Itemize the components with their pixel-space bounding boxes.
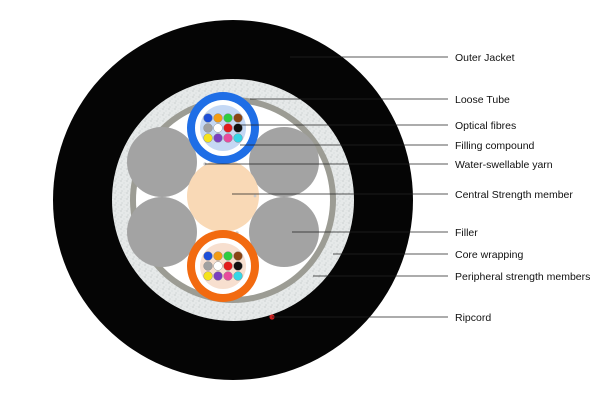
optical-fibre — [233, 251, 243, 261]
label-filling-compound: Filling compound — [455, 140, 535, 152]
optical-fibre — [223, 113, 233, 123]
optical-fibre — [203, 271, 213, 281]
optical-fibre — [233, 133, 243, 143]
optical-fibres-bottom — [203, 251, 243, 281]
filler — [127, 127, 197, 197]
label-core-wrapping: Core wrapping — [455, 249, 523, 261]
label-ripcord: Ripcord — [455, 312, 491, 324]
label-loose-tube: Loose Tube — [455, 94, 510, 106]
optical-fibre — [233, 261, 243, 271]
optical-fibre — [223, 261, 233, 271]
optical-fibre — [233, 123, 243, 133]
optical-fibres-top — [203, 113, 243, 143]
label-water-swellable-yarn: Water-swellable yarn — [455, 159, 553, 171]
optical-fibre — [223, 271, 233, 281]
optical-fibre — [213, 133, 223, 143]
optical-fibre — [223, 123, 233, 133]
optical-fibre — [233, 113, 243, 123]
optical-fibre — [223, 133, 233, 143]
filler — [127, 197, 197, 267]
water-swellable-yarn — [253, 194, 257, 198]
label-central-strength-member: Central Strength member — [455, 189, 573, 201]
optical-fibre — [213, 261, 223, 271]
optical-fibre — [213, 113, 223, 123]
optical-fibre — [203, 113, 213, 123]
optical-fibre — [223, 251, 233, 261]
central-strength-member — [187, 160, 259, 232]
label-optical-fibres: Optical fibres — [455, 120, 516, 132]
label-filler: Filler — [455, 227, 478, 239]
filler — [249, 197, 319, 267]
optical-fibre — [203, 251, 213, 261]
loose-tube-bottom — [187, 230, 259, 302]
optical-fibre — [203, 261, 213, 271]
optical-fibre — [203, 133, 213, 143]
label-outer-jacket: Outer Jacket — [455, 52, 515, 64]
label-peripheral-strength-members: Peripheral strength members — [455, 271, 590, 283]
filler — [249, 127, 319, 197]
optical-fibre — [213, 123, 223, 133]
optical-fibre — [203, 123, 213, 133]
loose-tube-top — [187, 92, 259, 164]
optical-fibre — [213, 271, 223, 281]
optical-fibre — [233, 271, 243, 281]
optical-fibre — [213, 251, 223, 261]
